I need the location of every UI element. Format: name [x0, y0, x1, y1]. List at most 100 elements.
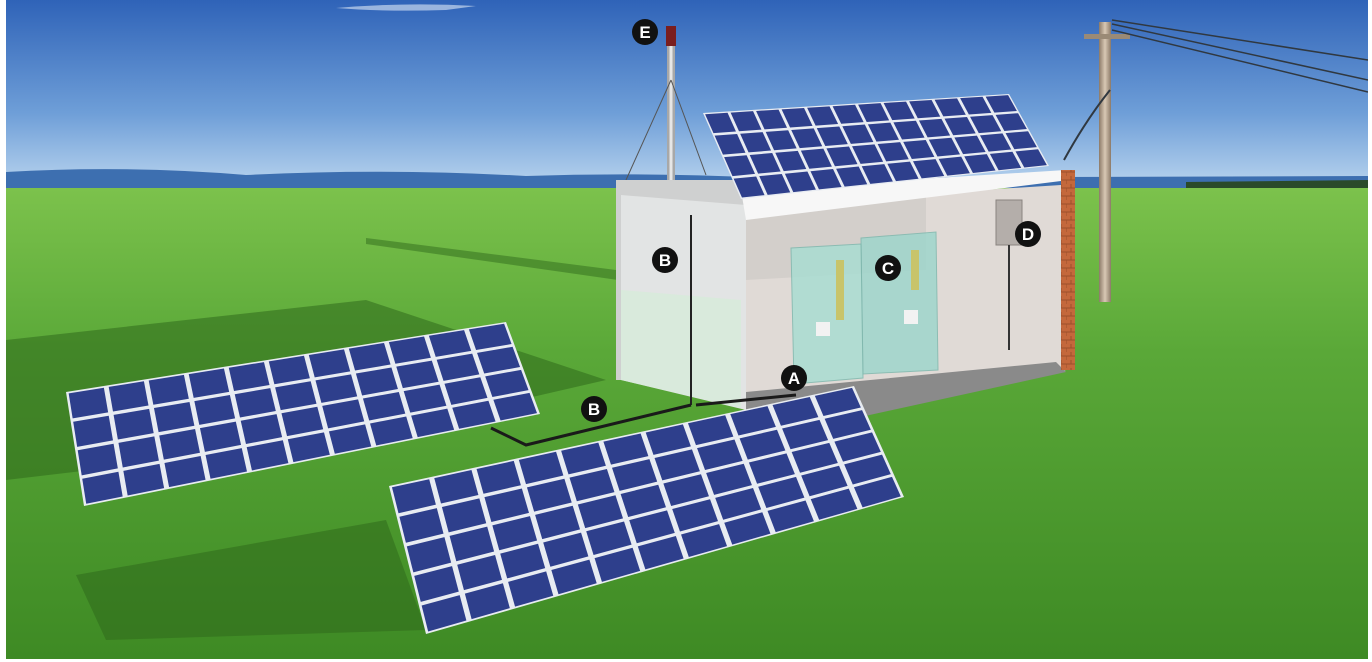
marker-b-ground[interactable]: B: [581, 396, 607, 422]
solar-cell: [1005, 131, 1037, 150]
solar-system-diagram: E B C D A B: [6, 0, 1368, 659]
solar-cell: [518, 451, 564, 485]
marker-c[interactable]: C: [875, 255, 901, 281]
solar-cell: [782, 419, 829, 450]
solar-cell: [733, 176, 765, 198]
solar-cell: [637, 535, 684, 570]
solar-cell: [842, 124, 874, 144]
solar-cell: [569, 468, 615, 502]
marker-b-ground-label: B: [588, 400, 600, 419]
solar-cell: [1015, 149, 1047, 168]
ground-wiring: [490, 393, 797, 447]
solar-cell: [391, 479, 436, 514]
solar-cell: [832, 104, 864, 124]
distant-treeline: [6, 180, 1368, 196]
solar-cell: [477, 346, 521, 374]
solar-cell: [493, 392, 538, 421]
solar-cell: [826, 146, 858, 167]
solar-cell: [476, 460, 521, 494]
solar-cell: [526, 478, 572, 512]
front-solar-panel-icon: [389, 386, 904, 634]
solar-cell: [814, 387, 861, 417]
solar-cell: [697, 439, 743, 471]
marker-a[interactable]: A: [781, 365, 807, 391]
solar-cell: [758, 476, 805, 508]
solar-cell: [715, 488, 762, 520]
solar-cell: [205, 448, 247, 479]
solar-cell: [275, 381, 317, 411]
solar-cell: [551, 559, 597, 595]
marker-d[interactable]: D: [1015, 221, 1041, 247]
solar-cell: [188, 368, 230, 398]
solar-cell: [767, 500, 814, 533]
solar-cell: [246, 440, 289, 471]
cloud: [336, 4, 476, 11]
solar-cell: [484, 488, 529, 523]
solar-cell: [887, 161, 919, 182]
solar-cell: [954, 135, 986, 155]
solar-cell: [749, 153, 781, 174]
solar-cell: [970, 115, 1002, 134]
solar-cell: [82, 471, 123, 504]
wind-mast-icon: [625, 26, 707, 195]
inverter-cabinets: [790, 231, 939, 385]
solar-cell: [784, 171, 816, 193]
roof-solar-panel-icon: [703, 94, 1049, 199]
solar-cell: [355, 367, 398, 396]
solar-cell: [370, 416, 413, 446]
solar-cell: [740, 132, 772, 153]
panel-shadow-front: [76, 520, 426, 640]
solar-cell: [810, 488, 858, 520]
solar-cell: [68, 387, 109, 419]
marker-e[interactable]: E: [632, 19, 658, 45]
solar-cell: [118, 436, 159, 468]
left-solar-panel-icon: [66, 322, 540, 506]
solar-cell: [672, 499, 718, 532]
solar-cell: [791, 128, 823, 149]
marker-c-label: C: [882, 259, 894, 278]
marker-a-label: A: [788, 369, 800, 388]
solar-cell: [938, 156, 970, 176]
solar-cell: [918, 118, 951, 138]
solar-cell: [73, 415, 113, 447]
solar-cell: [629, 510, 675, 544]
solar-cell: [877, 142, 909, 162]
solar-cell: [508, 571, 554, 607]
solar-cell: [810, 169, 842, 190]
solar-cell: [199, 421, 242, 452]
solar-cell: [240, 414, 283, 444]
solar-cell: [756, 109, 788, 130]
solar-cell: [989, 151, 1022, 171]
solar-cell: [194, 395, 236, 425]
solar-cell: [362, 392, 406, 421]
solar-cell: [853, 476, 901, 508]
solar-cell: [411, 408, 455, 438]
solar-cell: [663, 474, 709, 506]
solar-cell: [328, 424, 372, 454]
solar-cell: [388, 336, 431, 364]
solar-cell: [861, 164, 893, 184]
solar-cell: [485, 369, 529, 397]
solar-cell: [765, 130, 797, 151]
utility-pole-icon: [1063, 19, 1368, 302]
solar-cell: [287, 432, 330, 463]
solar-cell: [108, 381, 149, 412]
solar-cell: [928, 137, 960, 157]
solar-cell: [883, 101, 915, 121]
solar-cell: [681, 524, 728, 557]
solar-cell: [759, 173, 791, 195]
solar-cell: [535, 505, 581, 540]
solar-cell: [800, 148, 832, 169]
solar-cell: [457, 554, 502, 591]
solar-cell: [492, 516, 538, 551]
solar-cell: [687, 415, 734, 446]
solar-cell: [836, 166, 868, 187]
solar-cell: [308, 349, 351, 378]
solar-cell: [436, 353, 480, 381]
solar-cell: [654, 449, 700, 481]
solar-cell: [705, 112, 736, 134]
solar-cell: [153, 401, 195, 433]
marker-b-wall[interactable]: B: [652, 247, 678, 273]
solar-cell: [452, 400, 496, 429]
solar-cell: [164, 456, 206, 488]
